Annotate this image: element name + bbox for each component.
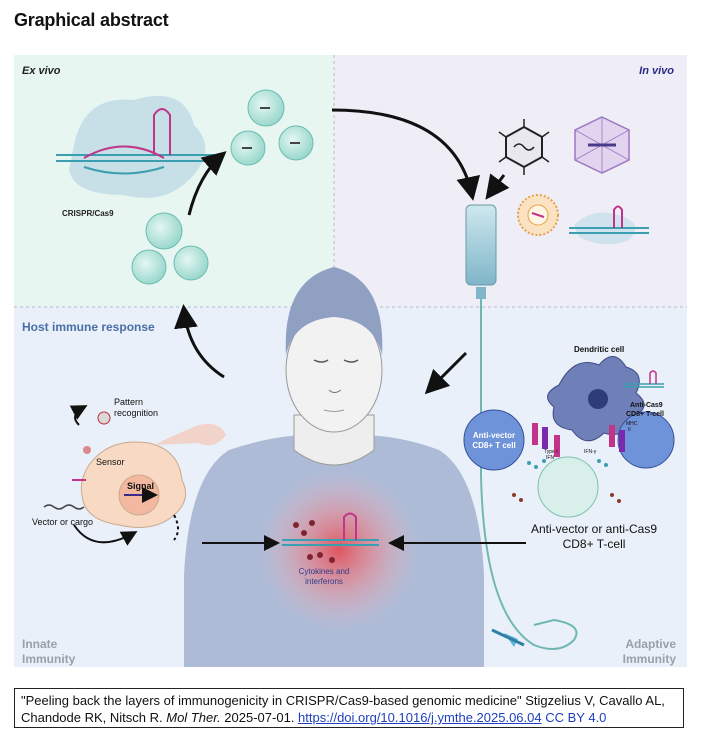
aav-capsid-icon (574, 116, 630, 174)
caption-title: "Peeling back the layers of immunogenici… (21, 693, 522, 708)
mhc-label-2: II (628, 427, 631, 433)
pattern-recognition-label-1: Pattern (114, 397, 143, 407)
adaptive-immunity-label-2: Immunity (623, 652, 677, 666)
anti-cas9-dna-icon (624, 370, 664, 388)
caption-authors-1: Stigzelius V, Cavallo AL, (525, 693, 665, 708)
innate-immunity-label-2: Immunity (22, 652, 76, 666)
arrow-vectors-to-bag (485, 173, 510, 200)
ex-vivo-label: Ex vivo (22, 65, 61, 77)
innate-immunity-label-1: Innate (22, 637, 58, 651)
innate-sensor-cell (43, 405, 226, 546)
edited-cells (131, 89, 314, 285)
sensor-label: Sensor (96, 457, 125, 467)
caption-authors-2: Chandode RK, Nitsch R. (21, 710, 163, 725)
lipid-nanoparticle-icon (517, 194, 559, 236)
cytokines-label-1: Cytokines and (299, 567, 350, 576)
arrow-to-infusion (331, 108, 480, 201)
iv-infusion-bag (465, 204, 578, 650)
mhc-label-1: MHC (626, 421, 638, 427)
crispr-cas9-complex (56, 95, 214, 198)
cytokines-label-2: interferons (305, 577, 343, 586)
patient-figure (184, 267, 484, 667)
caption-doi-link[interactable]: https://doi.org/10.1016/j.ymthe.2025.06.… (298, 710, 542, 725)
cd8-tcell-bottom (537, 456, 599, 518)
caption-journal: Mol Ther. (166, 710, 221, 725)
anti-vector-label-2: CD8+ T cell (472, 441, 515, 450)
anti-cas9-small-label-1: Anti-Cas9 (630, 402, 663, 409)
crispr-cas9-label: CRISPR/Cas9 (62, 209, 114, 218)
chest-dna-cytokines (282, 512, 379, 563)
pattern-recognition-label-2: recognition (114, 408, 158, 418)
dendritic-cell (547, 356, 645, 442)
iv-cannula-icon (491, 628, 525, 647)
in-vivo-panel (334, 55, 687, 307)
anti-vector-or-cas9-label-1: Anti-vector or anti-Cas9 (531, 522, 657, 536)
anti-vector-tcell (463, 409, 525, 471)
caption-license-link[interactable]: CC BY 4.0 (545, 710, 607, 725)
graphical-abstract-figure: Ex vivo In vivo Host immune response Inn… (14, 55, 687, 667)
vector-or-cargo-label: Vector or cargo (32, 517, 93, 527)
caption-date: 2025-07-01. (224, 710, 295, 725)
ifn-gamma-label: IFN-γ (584, 449, 597, 455)
anti-vector-or-cas9-label-2: CD8+ T-cell (563, 537, 626, 551)
host-response-label: Host immune response (22, 320, 155, 334)
anti-vector-label-1: Anti-vector (473, 431, 515, 440)
page-heading: Graphical abstract (14, 10, 169, 30)
adaptive-immunity-label-1: Adaptive (625, 637, 676, 651)
dendritic-cell-label: Dendritic cell (574, 345, 624, 354)
rnp-dna-icon (569, 205, 649, 245)
anti-cas9-small-label-2: CD8+ T-cell (626, 411, 664, 418)
type1-ifn-label-2: IFN (546, 455, 554, 461)
arrow-bag-to-patient (424, 351, 468, 395)
signal-label: Signal (127, 481, 154, 491)
anti-cas9-tcell (617, 411, 675, 469)
citation-caption: "Peeling back the layers of immunogenici… (14, 688, 684, 728)
arrow-host-to-exvivo (174, 304, 225, 379)
arrow-cells-to-edit (187, 151, 227, 216)
type1-ifn-label-1: Type I (544, 449, 558, 455)
in-vivo-label: In vivo (639, 65, 674, 77)
viral-vector-icon (498, 119, 550, 175)
mhc-tcr-receptors (512, 423, 625, 503)
